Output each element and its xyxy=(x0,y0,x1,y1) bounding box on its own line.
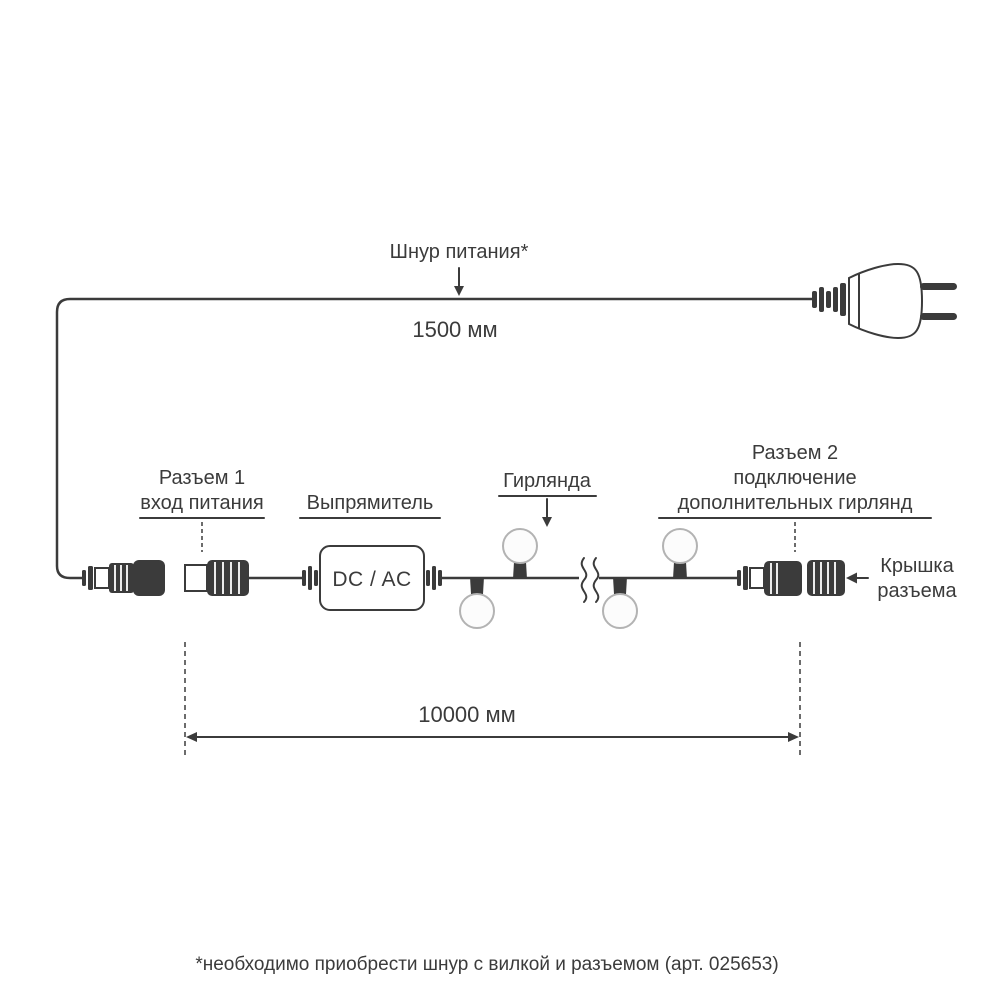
connector2-label-line2: подключение xyxy=(733,467,856,489)
coupler-socket xyxy=(184,564,208,592)
dimension-arrowhead-left xyxy=(186,732,197,742)
power-cord xyxy=(55,297,814,580)
plug-strain-relief-rib xyxy=(819,287,824,312)
cable-break-curve xyxy=(580,557,588,603)
power-plug xyxy=(812,262,957,340)
cap-arrowhead xyxy=(846,572,857,584)
connector1-label-line2: вход питания xyxy=(140,492,263,514)
rectifier-box-text: DC / AC xyxy=(332,568,411,591)
connector1-rib xyxy=(88,566,93,590)
connector2-label-line3: дополнительных гирлянд xyxy=(678,492,913,514)
connector1-body xyxy=(133,560,165,596)
cap-label-line1: Крышка xyxy=(880,555,954,577)
power-cord-length-label: 1500 мм xyxy=(412,317,497,342)
footnote: *необходимо приобрести шнур с вилкой и р… xyxy=(195,954,778,975)
connector2-body xyxy=(764,561,802,596)
rectifier-rib xyxy=(426,570,430,586)
cap-label-line2: разъема xyxy=(877,580,957,602)
cap-callout: Крышка разъема xyxy=(846,555,958,602)
plug-strain-relief-rib xyxy=(833,287,838,312)
garland-callout: Гирлянда xyxy=(498,470,597,527)
power-cord-label: Шнур питания* xyxy=(390,241,529,263)
connector2-label-line1: Разъем 2 xyxy=(752,442,838,464)
plug-pin xyxy=(920,313,957,320)
connector2-rib xyxy=(737,570,741,586)
plug-body xyxy=(848,262,924,340)
plug-pin xyxy=(920,283,957,290)
bulb xyxy=(502,528,538,579)
garland-input-coupler xyxy=(184,560,304,596)
connector1-rib xyxy=(82,570,86,586)
connector1-callout: Разъем 1 вход питания xyxy=(139,467,265,552)
bulb-glass xyxy=(502,528,538,564)
rectifier-rib xyxy=(308,566,312,590)
bulb-socket xyxy=(613,577,627,594)
bulb-glass xyxy=(662,528,698,564)
garland-dimension: 10000 мм xyxy=(184,642,801,758)
garland-arrowhead xyxy=(542,517,552,527)
connector-cap xyxy=(807,560,845,596)
plug-strain-relief-rib xyxy=(826,291,831,308)
bulb-glass xyxy=(459,593,495,629)
bulb-socket xyxy=(513,562,527,579)
coupler-nut xyxy=(207,560,249,596)
power-cord-arrowhead xyxy=(454,286,464,296)
connector2 xyxy=(737,561,802,596)
power-cord-wire xyxy=(55,297,814,580)
power-cord-callout: Шнур питания* 1500 мм xyxy=(390,241,529,342)
bulb xyxy=(662,528,698,579)
connector2-rib xyxy=(743,566,748,590)
connector1-label-line1: Разъем 1 xyxy=(159,467,245,489)
bulb-socket xyxy=(673,562,687,579)
garland-wire xyxy=(440,528,739,629)
bulb-glass xyxy=(602,593,638,629)
bulb xyxy=(602,577,638,629)
plug-strain-relief-rib xyxy=(840,283,846,316)
dimension-arrowhead-right xyxy=(788,732,799,742)
bulb-socket xyxy=(470,577,484,594)
rectifier-rib xyxy=(302,570,306,586)
rectifier-box xyxy=(319,545,425,611)
plug-strain-relief-rib xyxy=(812,291,817,308)
bulb xyxy=(459,577,495,629)
cable-break-curve xyxy=(592,557,600,603)
rectifier-label: Выпрямитель xyxy=(307,492,434,514)
garland-length-label: 10000 мм xyxy=(418,702,516,727)
rectifier-rib xyxy=(438,570,442,586)
rectifier-rib xyxy=(432,566,436,590)
connector2-neck xyxy=(749,567,765,589)
connector2-callout: Разъем 2 подключение дополнительных гирл… xyxy=(658,442,932,552)
cable-break-symbol xyxy=(579,557,600,603)
rectifier: DC / AC xyxy=(302,545,442,611)
garland-label: Гирлянда xyxy=(503,470,592,492)
rectifier-callout: Выпрямитель xyxy=(299,492,441,519)
cap-body xyxy=(807,560,845,596)
connector1-neck xyxy=(94,567,110,589)
connector1-plug-side xyxy=(82,560,165,596)
rectifier-rib xyxy=(314,570,318,586)
